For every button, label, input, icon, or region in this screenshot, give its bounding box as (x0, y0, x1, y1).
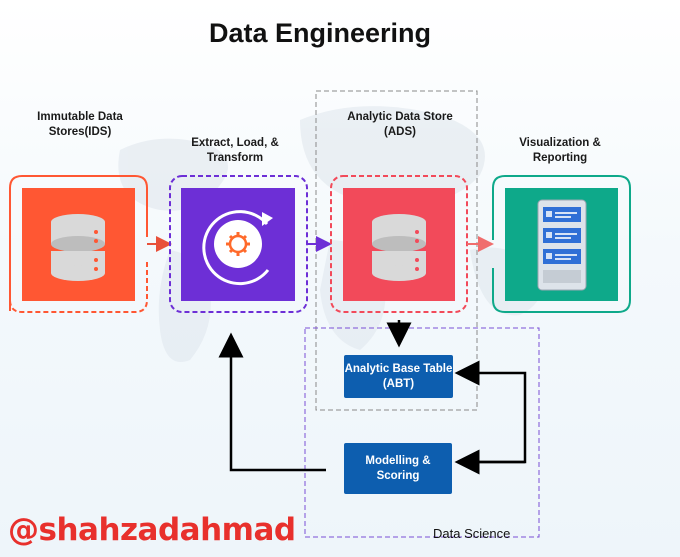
elt-label: Extract, Load, & Transform (191, 137, 279, 164)
viz-label: Visualization & Reporting (519, 137, 601, 164)
report-list-icon (537, 199, 587, 291)
data-science-frame (304, 327, 540, 538)
data-science-label: Data Science (433, 526, 511, 541)
watermark-handle: @shahzadahmad (8, 512, 296, 548)
ads-label: Analytic Data Store (ADS) (347, 111, 453, 138)
page-title: Data Engineering (208, 18, 432, 48)
abt-box: Analytic Base Table (ABT) (344, 355, 453, 398)
ids-card-border (9, 175, 148, 311)
database-icon (372, 214, 426, 281)
viz-card-border (492, 175, 631, 313)
ids-label: Immutable Data Stores(IDS) (37, 111, 123, 138)
gear-cycle-icon (202, 210, 273, 286)
database-icon (51, 214, 105, 281)
modelling-box: Modelling & Scoring (344, 443, 452, 494)
